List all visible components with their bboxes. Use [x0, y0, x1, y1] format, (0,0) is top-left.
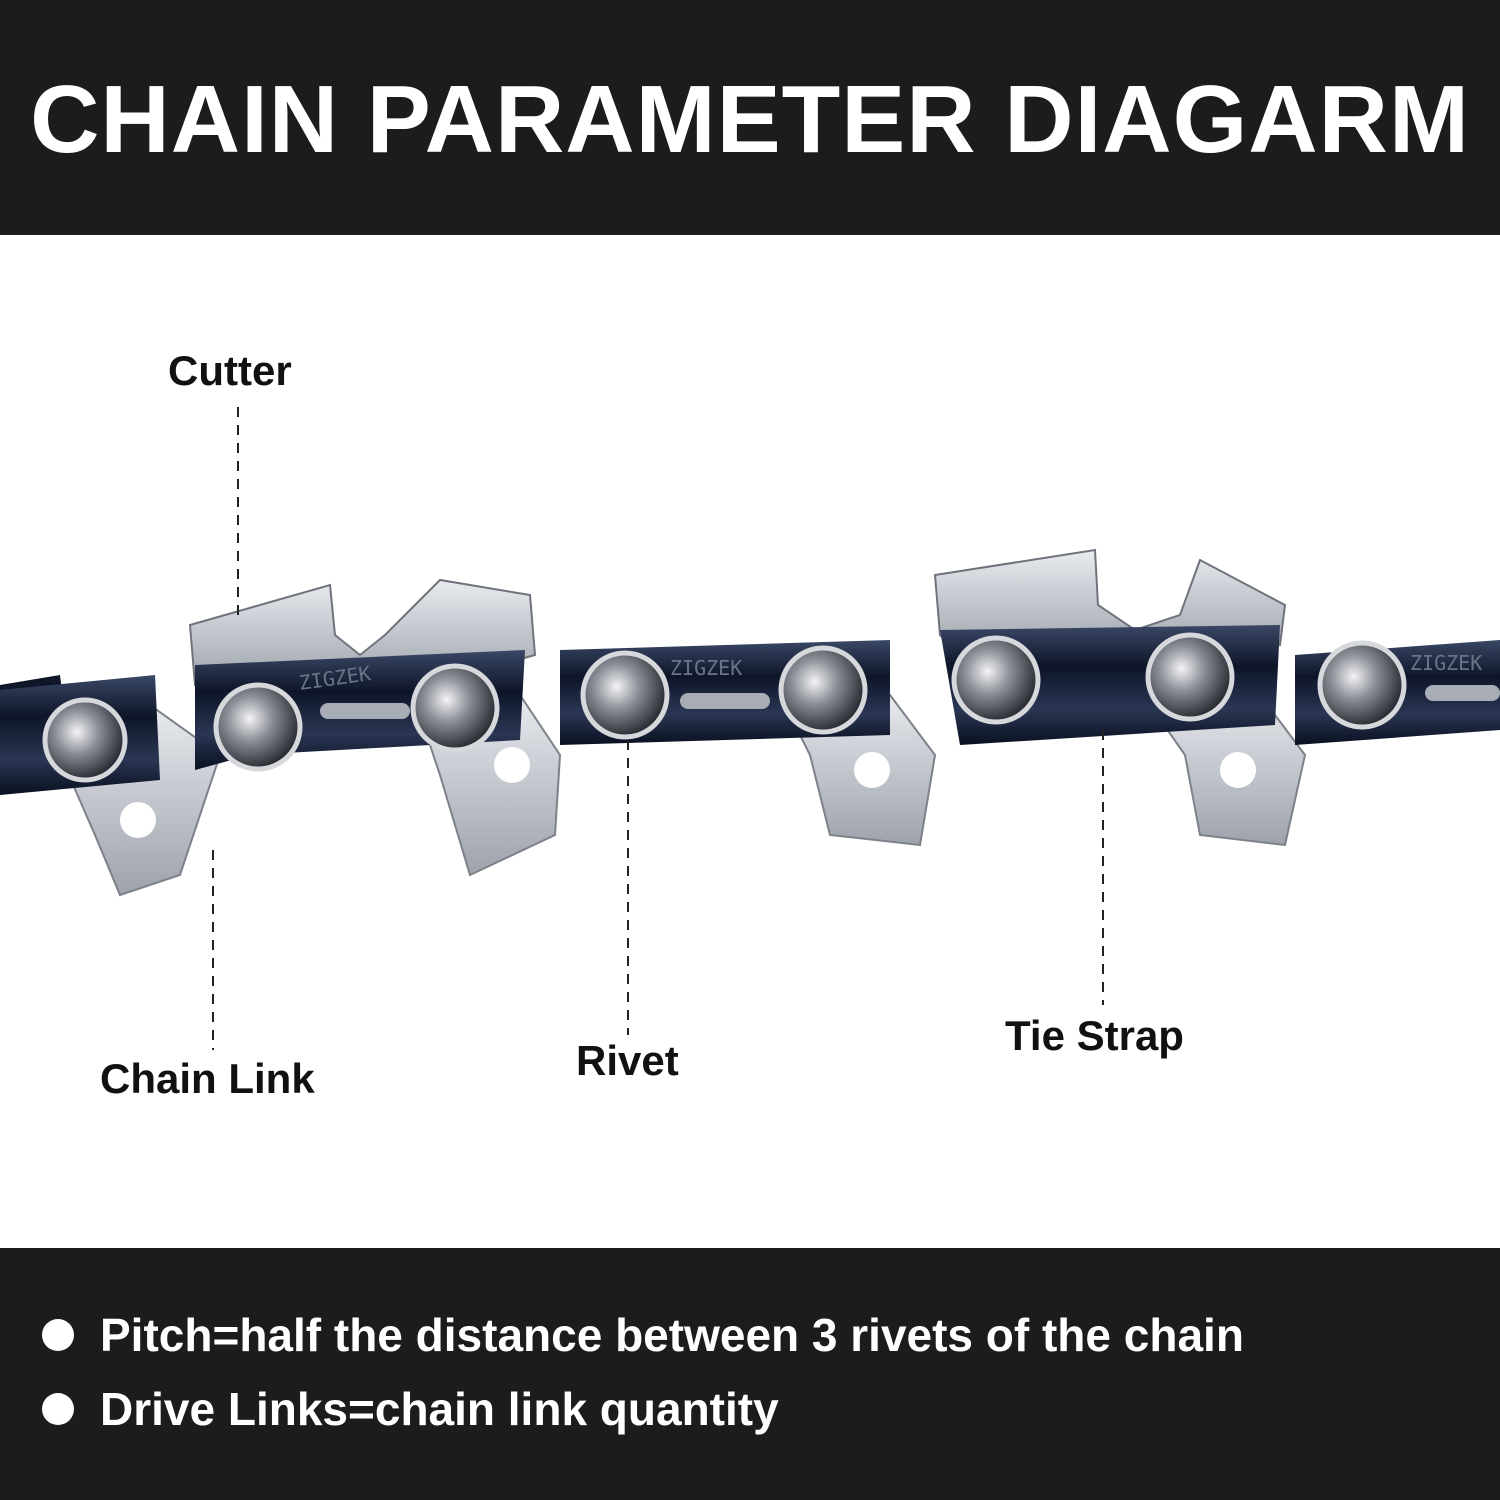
chain-illustration: ZIGZEK ZIGZEK ZIGZEK — [0, 407, 1500, 1050]
label-tie-strap: Tie Strap — [1005, 1012, 1184, 1059]
label-cutter: Cutter — [168, 347, 292, 394]
title-banner: CHAIN PARAMETER DIAGARM — [0, 0, 1500, 235]
rivet — [1145, 632, 1235, 722]
rivet — [778, 645, 868, 735]
rivet — [213, 682, 303, 772]
rivet — [951, 635, 1041, 725]
engraving-2: ZIGZEK — [670, 656, 742, 680]
note-item: Pitch=half the distance between 3 rivets… — [42, 1312, 1244, 1358]
rivet — [580, 650, 670, 740]
rivets — [42, 632, 1407, 783]
bullet-icon — [42, 1318, 74, 1351]
engravings: ZIGZEK ZIGZEK ZIGZEK — [297, 651, 1482, 695]
leader-lines — [212, 407, 1104, 1050]
label-chain-link: Chain Link — [100, 1055, 315, 1102]
plate-slots — [320, 685, 1500, 719]
rivet — [42, 697, 128, 783]
note-text: Pitch=half the distance between 3 rivets… — [100, 1309, 1244, 1361]
note-text: Drive Links=chain link quantity — [100, 1383, 779, 1435]
chain-diagram: ZIGZEK ZIGZEK ZIGZEK Cut — [0, 235, 1500, 1248]
rivet — [1317, 640, 1407, 730]
page-title: CHAIN PARAMETER DIAGARM — [30, 66, 1470, 173]
bullet-icon — [42, 1392, 74, 1425]
note-item: Drive Links=chain link quantity — [42, 1386, 779, 1432]
rivet — [410, 663, 500, 753]
engraving-3: ZIGZEK — [1410, 651, 1482, 675]
label-rivet: Rivet — [576, 1037, 679, 1084]
notes-banner: Pitch=half the distance between 3 rivets… — [0, 1248, 1500, 1500]
